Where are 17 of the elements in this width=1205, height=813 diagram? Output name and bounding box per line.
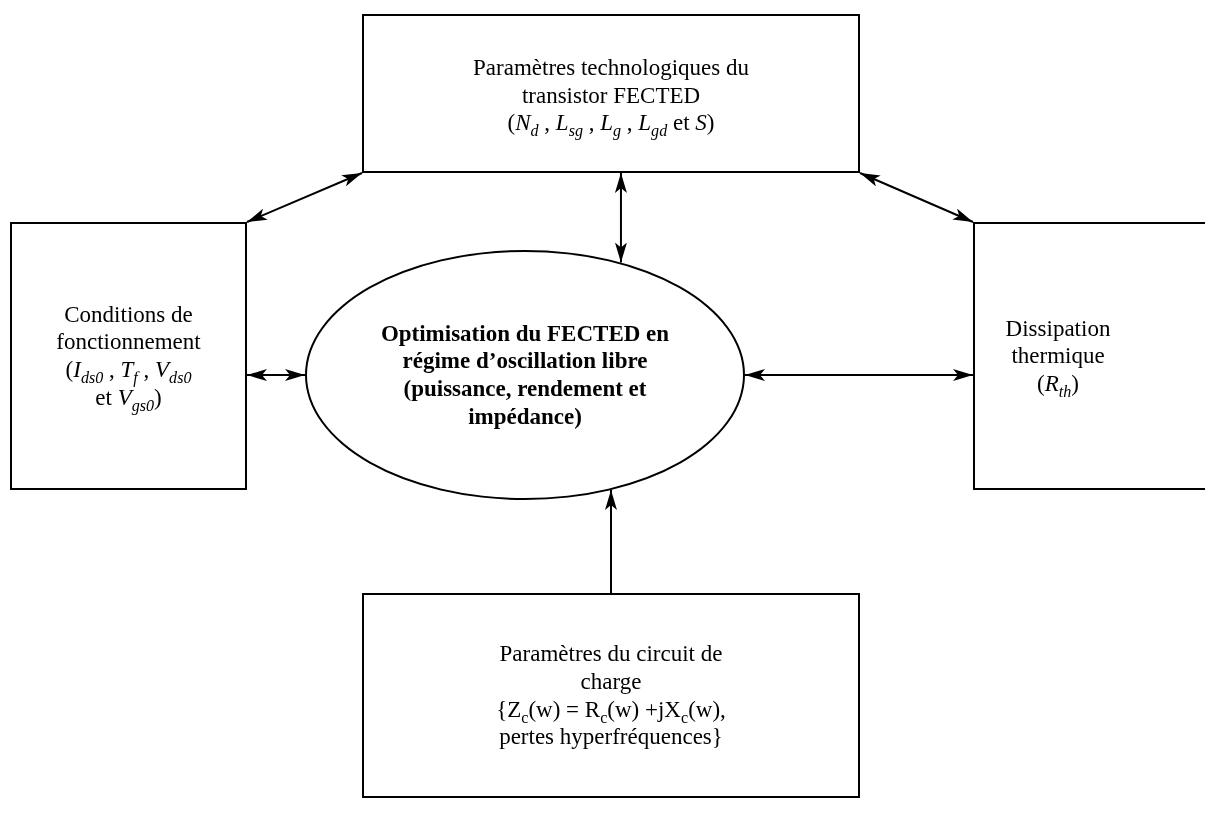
double-arrow — [744, 369, 974, 382]
process-box — [362, 593, 860, 798]
process-box — [362, 14, 860, 173]
node-title: Conditions de fonctionnement — [55, 300, 202, 356]
double-arrow — [246, 369, 306, 382]
parameter-list: (R$_{th}$) — [1037, 369, 1079, 398]
node-title: Dissipation thermique — [1004, 314, 1112, 370]
double-arrow — [614, 172, 627, 264]
double-arrow — [246, 172, 363, 223]
parameter-list: {Z$_{c}$(w) = R$_{c}$(w) +jX$_{c}$(w), pertes hyperfréquences} — [471, 695, 751, 751]
process-box — [10, 222, 247, 490]
double-arrow — [859, 172, 974, 223]
arrow — [605, 489, 617, 594]
process-box — [973, 222, 1205, 490]
process-ellipse — [305, 250, 745, 500]
node-title: Paramètres du circuit de charge — [498, 640, 724, 696]
node-title: Optimisation du FECTED en régime d’oscillation libre (puissance, rendement et impédance) — [379, 319, 671, 431]
